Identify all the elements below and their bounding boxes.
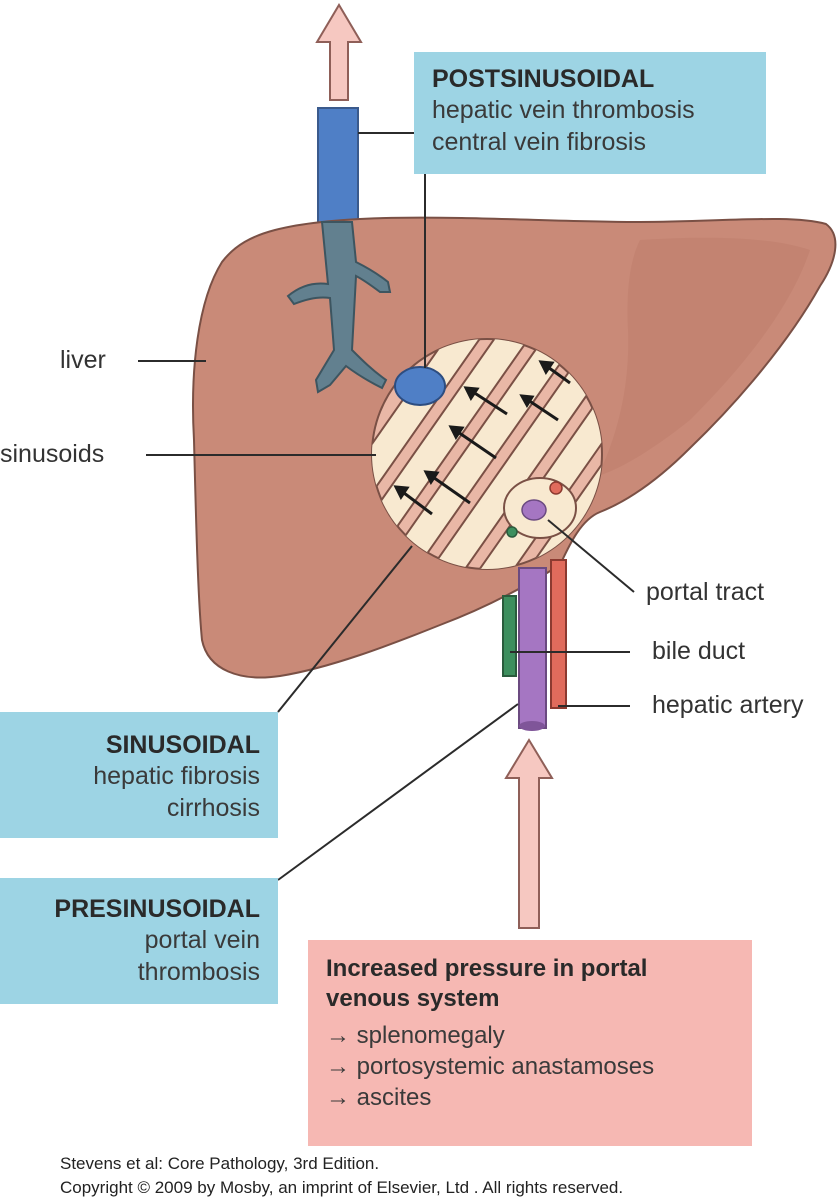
- liver-label: liver: [60, 346, 106, 374]
- portal-vein-opening: [519, 721, 545, 731]
- portal-pressure-callout: Increased pressure in portal venous syst…: [308, 940, 752, 1146]
- presinusoidal-title: PRESINUSOIDAL: [54, 895, 260, 923]
- sinusoidal-item: cirrhosis: [166, 794, 260, 822]
- postsinusoidal-item: hepatic vein thrombosis: [432, 96, 695, 124]
- portal-pressure-item: → splenomegaly: [326, 1022, 505, 1049]
- portal-tract-vein: [521, 499, 547, 521]
- hepatic-artery-label: hepatic artery: [652, 691, 804, 719]
- portal-pressure-item: → ascites: [326, 1084, 432, 1112]
- source-credit: Stevens et al: Core Pathology, 3rd Editi…: [60, 1154, 380, 1173]
- postsinusoidal-title: POSTSINUSOIDAL: [432, 65, 655, 93]
- leader-lines: [138, 132, 635, 881]
- bile-duct-vessel: [502, 595, 517, 677]
- presinusoidal-callout: PRESINUSOIDAL portal vein thrombosis: [0, 878, 278, 1004]
- hepatic-vein-trunk: [317, 107, 359, 229]
- copyright-credit: Copyright © 2009 by Mosby, an imprint of…: [60, 1178, 624, 1197]
- portal-tract-artery: [549, 481, 563, 495]
- sinusoidal-title: SINUSOIDAL: [105, 731, 260, 759]
- outflow-arrow-icon: [315, 3, 363, 101]
- portal-pressure-title: venous system: [326, 985, 500, 1012]
- sinusoids-label: sinusoids: [0, 440, 105, 468]
- portal-tract-bile-duct: [506, 526, 518, 538]
- hepatic-artery-vessel: [550, 559, 567, 709]
- liver-shading: [598, 237, 810, 476]
- presinusoidal-item: thrombosis: [137, 958, 260, 986]
- central-vein: [394, 366, 446, 406]
- sinusoidal-callout: SINUSOIDAL hepatic fibrosis cirrhosis: [0, 712, 278, 838]
- inflow-arrow-icon: [504, 738, 554, 929]
- portal-vein-vessel: [518, 567, 547, 729]
- sinusoid-flow-arrows: [393, 360, 571, 516]
- portal-pressure-item: → portosystemic anastamoses: [326, 1053, 655, 1081]
- bile-duct-label: bile duct: [652, 637, 746, 665]
- presinusoidal-item: portal vein: [144, 926, 260, 954]
- postsinusoidal-callout: POSTSINUSOIDAL hepatic vein thrombosis c…: [414, 52, 766, 174]
- portal-pressure-title: Increased pressure in portal: [326, 955, 648, 982]
- postsinusoidal-item: central vein fibrosis: [432, 128, 646, 156]
- sinusoidal-item: hepatic fibrosis: [93, 762, 260, 790]
- hepatic-vein-branches: [286, 221, 392, 394]
- portal-tract-label: portal tract: [646, 578, 765, 606]
